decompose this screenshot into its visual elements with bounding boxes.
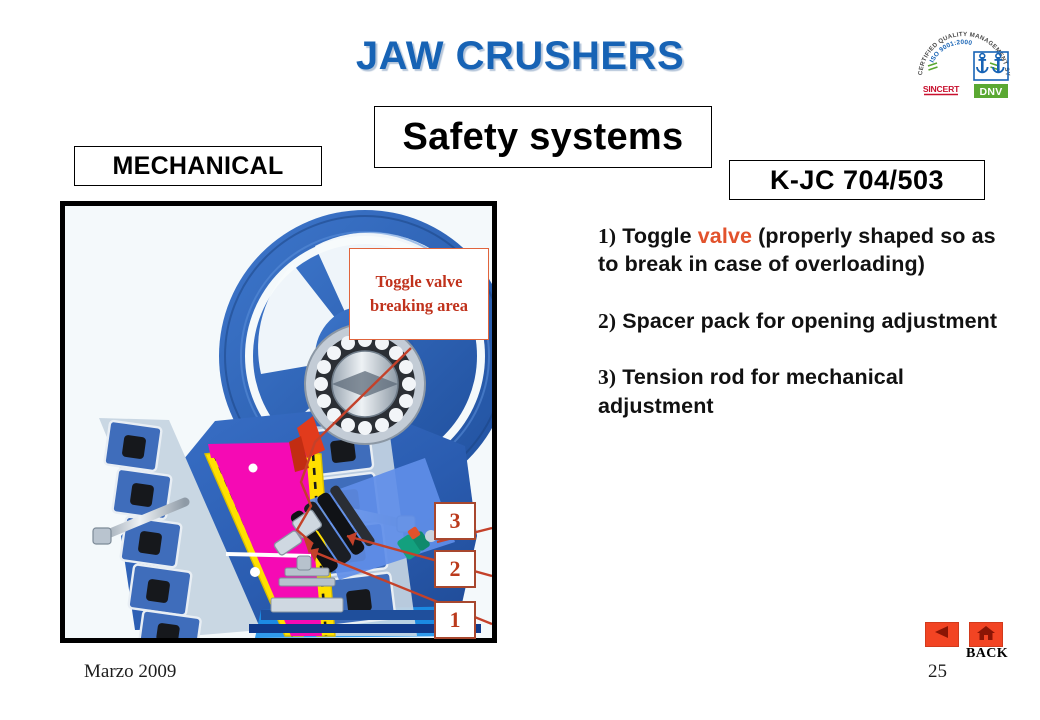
iso-dnv-certification-logo: CERTIFIED QUALITY MANAGEMENT SYSTEM ISO … <box>912 22 1016 106</box>
model-label-box: K-JC 704/503 <box>729 160 985 200</box>
safety-point-2-text: Spacer pack for opening adjustment <box>616 308 998 333</box>
page-title: JAW CRUSHERS <box>355 34 685 78</box>
home-button[interactable] <box>969 622 1003 647</box>
footer-date: Marzo 2009 <box>84 661 177 682</box>
safety-point-1-text-after: (properly shaped so as to break in case … <box>598 224 996 277</box>
safety-point-1: 1) Toggle valve (properly shaped so as t… <box>598 222 1002 279</box>
safety-point-2: 2) Spacer pack for opening adjustment <box>598 307 1002 335</box>
safety-point-1-text-before: Toggle <box>616 224 698 248</box>
home-icon <box>976 624 996 646</box>
previous-slide-button[interactable] <box>925 622 959 647</box>
figure-marker-2: 2 <box>434 550 476 588</box>
category-label-box: MECHANICAL <box>74 146 322 186</box>
figure-marker-1: 1 <box>434 601 476 639</box>
safety-point-1-highlight: valve <box>697 224 753 248</box>
svg-text:SINCERT: SINCERT <box>923 84 960 94</box>
safety-point-3-text: Tension rod for mechanical adjustment <box>598 365 904 418</box>
safety-points-list: 1) Toggle valve (properly shaped so as t… <box>598 222 1002 420</box>
back-label: BACK <box>965 646 1009 661</box>
svg-text:DNV: DNV <box>979 86 1002 98</box>
section-heading-box: Safety systems <box>374 106 712 168</box>
safety-point-3-number: 3) <box>598 365 617 390</box>
safety-point-1-number: 1) <box>598 224 617 248</box>
callout-toggle-valve-note: Toggle valve breaking area <box>349 248 489 340</box>
callout-note-line1: Toggle valve <box>375 272 463 292</box>
left-triangle-icon <box>932 624 952 645</box>
callout-note-line2: breaking area <box>370 296 468 315</box>
safety-point-2-number: 2) <box>598 308 617 333</box>
safety-point-3: 3) Tension rod for mechanical adjustment <box>598 363 1002 420</box>
jaw-crusher-cutaway-photo <box>60 201 497 643</box>
figure-marker-3: 3 <box>434 502 476 540</box>
footer-page-number: 25 <box>928 661 947 682</box>
